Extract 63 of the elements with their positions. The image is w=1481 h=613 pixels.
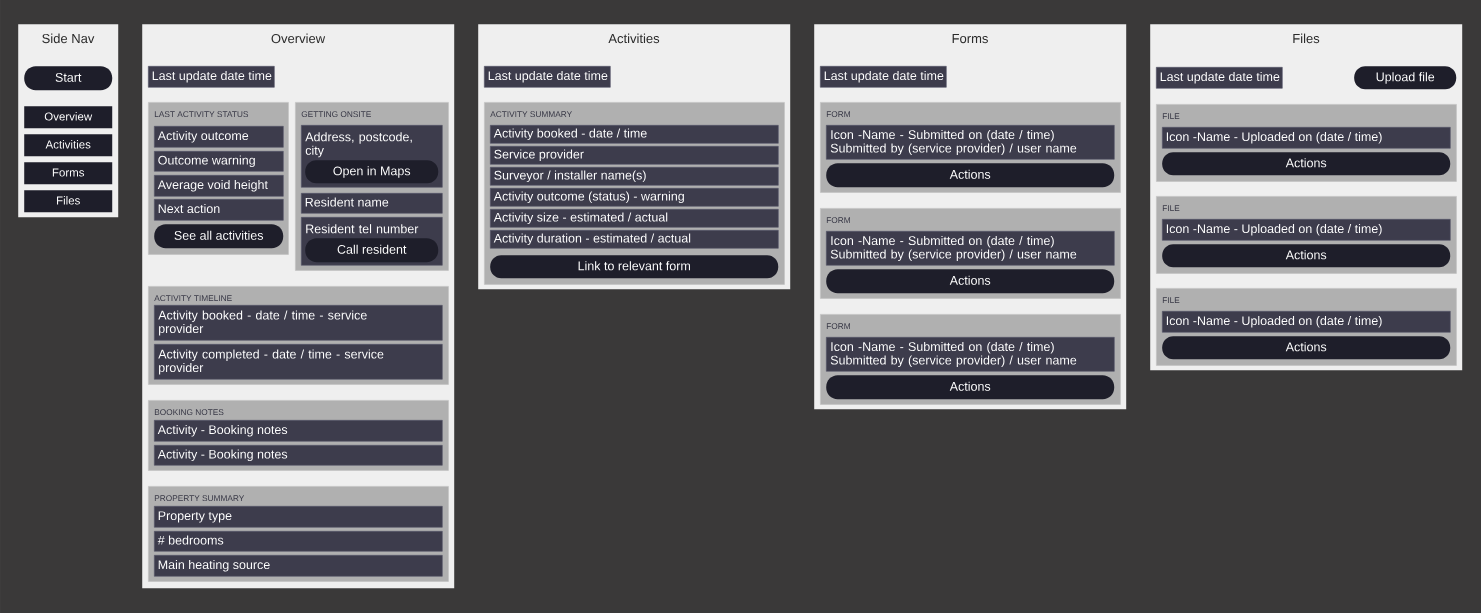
- data-row: Activity booked - date / time: [490, 125, 779, 144]
- pill-button: Upload file: [1354, 66, 1457, 90]
- nav-button: Forms: [24, 162, 113, 185]
- data-row: Next action: [154, 199, 284, 221]
- data-row: Icon -Name - Submitted on (date / time) Submitted by (service provider) / user name: [826, 337, 1115, 372]
- pill-button: See all activities: [154, 224, 284, 249]
- pill-button: Actions: [826, 375, 1115, 400]
- data-row: Service provider: [490, 146, 779, 165]
- section-heading: ACTIVITY SUMMARY: [490, 111, 572, 118]
- card-text: Address, postcode, city: [305, 132, 412, 158]
- data-row: Last update date time: [484, 66, 611, 88]
- pill-button: Open in Maps: [305, 160, 439, 184]
- section-heading: ACTIVITY TIMELINE: [154, 295, 232, 302]
- section-heading: FORM: [826, 111, 850, 118]
- data-row: Last update date time: [1156, 67, 1283, 89]
- pill-button: Start: [24, 66, 113, 91]
- pill-button: Actions: [826, 163, 1115, 188]
- nav-button: Files: [24, 190, 113, 213]
- card-text: Resident tel number: [306, 224, 419, 234]
- pill-button: Actions: [1162, 336, 1451, 360]
- data-row: Activity completed - date / time - service provider: [154, 344, 443, 380]
- data-row: Main heating source: [154, 555, 443, 577]
- data-row: Icon -Name - Uploaded on (date / time): [1162, 311, 1451, 333]
- data-row: Property type: [154, 506, 443, 528]
- data-row: Icon -Name - Uploaded on (date / time): [1162, 219, 1451, 241]
- data-row: Surveyor / installer name(s): [490, 167, 779, 186]
- data-row: Last update date time: [820, 66, 947, 88]
- data-row: Icon -Name - Submitted on (date / time) Submitted by (service provider) / user name: [826, 231, 1115, 266]
- panel-title: Overview: [271, 33, 326, 44]
- data-row: Activity - Booking notes: [154, 420, 443, 442]
- data-row: Average void height: [154, 175, 284, 197]
- section-heading: FILE: [1162, 205, 1180, 211]
- panel-title: Forms: [952, 34, 988, 44]
- pill-button: Actions: [1162, 244, 1451, 268]
- section-heading: FILE: [1162, 113, 1180, 119]
- section-heading: GETTING ONSITE: [301, 111, 371, 118]
- data-row: Activity duration - estimated / actual: [490, 230, 779, 249]
- nav-button: Activities: [24, 134, 113, 157]
- panel-title: Files: [1293, 33, 1320, 44]
- data-row: Icon -Name - Uploaded on (date / time): [1162, 127, 1451, 149]
- pill-button: Link to relevant form: [490, 255, 779, 279]
- data-row: Activity - Booking notes: [154, 445, 443, 466]
- panel-title: Side Nav: [42, 33, 95, 44]
- data-row: Last update date time: [148, 66, 275, 88]
- pill-button: Actions: [1162, 152, 1451, 176]
- pill-button: Actions: [826, 269, 1115, 294]
- data-row: Activity outcome (status) - warning: [490, 188, 779, 207]
- pill-button: Call resident: [305, 238, 439, 263]
- section-heading: FORM: [826, 323, 850, 330]
- data-row: # bedrooms: [154, 531, 443, 552]
- data-row: Activity outcome: [154, 126, 284, 148]
- section-heading: BOOKING NOTES: [154, 409, 224, 416]
- section-heading: FILE: [1162, 297, 1180, 303]
- data-row: Activity size - estimated / actual: [490, 209, 779, 228]
- data-row: Icon -Name - Submitted on (date / time) Submitted by (service provider) / user name: [826, 125, 1115, 160]
- section-heading: PROPERTY SUMMARY: [154, 495, 245, 502]
- section-heading: LAST ACTIVITY STATUS: [154, 111, 249, 118]
- data-row: Resident name: [301, 193, 443, 214]
- nav-button: Overview: [24, 106, 113, 129]
- data-row: Outcome warning: [154, 151, 284, 172]
- data-row: Activity booked - date / time - service provider: [154, 305, 443, 341]
- panel-title: Activities: [608, 33, 660, 44]
- section-heading: FORM: [826, 217, 850, 224]
